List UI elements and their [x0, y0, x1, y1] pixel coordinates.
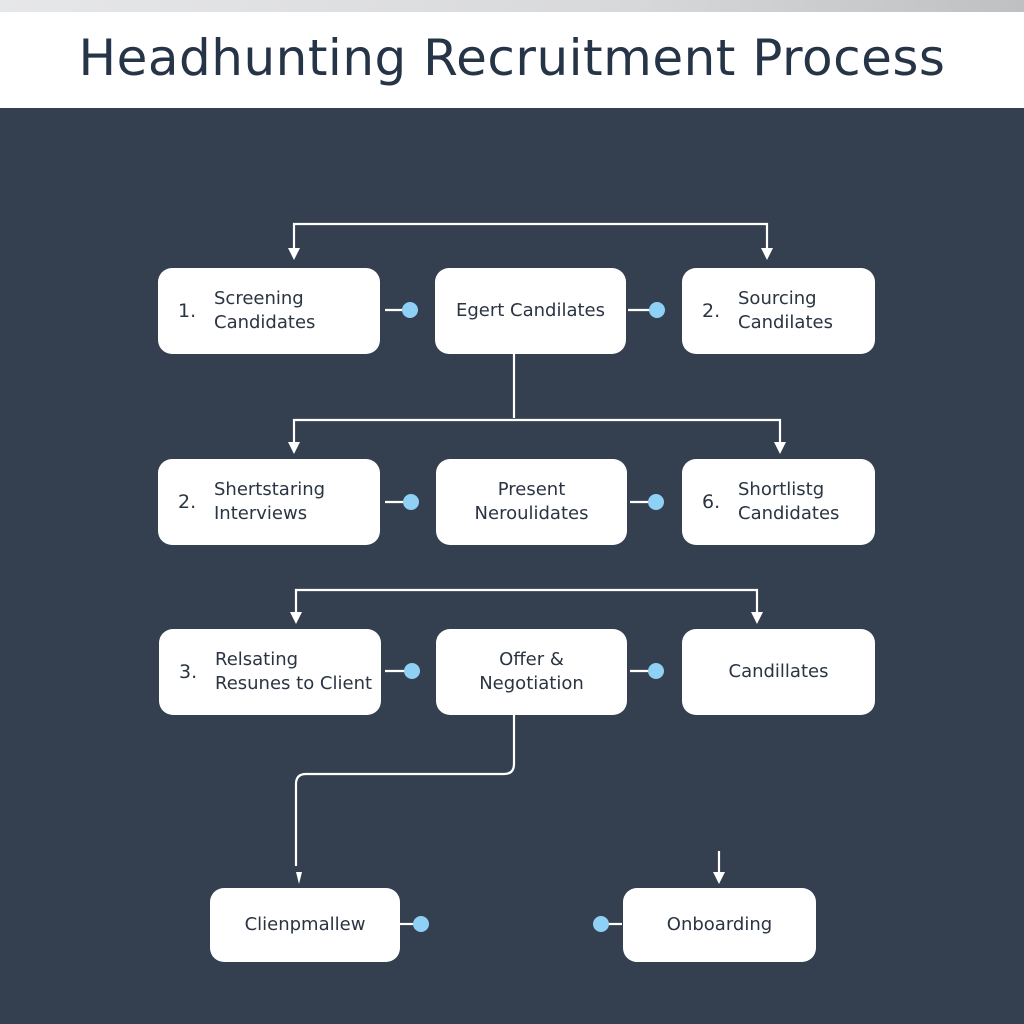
connector-dot: [404, 663, 420, 679]
step-label: Shertstaring Interviews: [214, 479, 326, 524]
step-label: Present Neroulidates: [474, 479, 589, 524]
arrow-down-icon: [761, 248, 773, 260]
arrow-down-icon: [288, 248, 300, 260]
step-label: Egert Candilates: [455, 300, 606, 321]
step-label: Screening Candidates: [214, 288, 316, 333]
connector-dot: [649, 302, 665, 318]
page-title: Headhunting Recruitment Process: [78, 29, 946, 87]
step-number: 6.: [702, 491, 721, 513]
step-onboarding: Onboarding: [623, 888, 816, 962]
step-number: 2.: [702, 300, 721, 322]
connector-offer-clienpmallew: [294, 715, 516, 866]
step-clienpmallew: Clienpmallew: [210, 888, 400, 962]
step-label: Offer & Negotiation: [479, 649, 584, 694]
step-candillates: Candillates: [682, 629, 875, 715]
step-label: Sourcing Candilates: [738, 288, 833, 333]
connector-dot: [648, 494, 664, 510]
step-screening-candidates: 1. Screening Candidates: [158, 268, 380, 354]
connector-dot: [413, 916, 429, 932]
step-number: 1.: [178, 300, 197, 322]
connector-row2-bracket: [292, 418, 782, 446]
step-shortlistg-candidates: 6. Shortlistg Candidates: [682, 459, 875, 545]
connector-dot: [648, 663, 664, 679]
step-present-neroulidates: Present Neroulidates: [436, 459, 627, 545]
top-strip: [0, 0, 1024, 12]
arrow-down-icon: [288, 442, 300, 454]
step-label: Clienpmallew: [244, 914, 366, 935]
connector-row1-bracket: [292, 222, 769, 252]
connector-row3-bracket: [294, 588, 759, 616]
step-label: Relsating Resunes to Client: [215, 649, 373, 694]
step-label: Candillates: [728, 661, 829, 682]
arrow-down-icon: [774, 442, 786, 454]
arrow-down-icon: [290, 612, 302, 624]
connector-dot: [593, 916, 609, 932]
step-egert-candilates: Egert Candilates: [435, 268, 626, 354]
step-relsating-resunes: 3. Relsating Resunes to Client: [159, 629, 381, 715]
step-number: 2.: [178, 491, 197, 513]
step-sourcing-candilates: 2. Sourcing Candilates: [682, 268, 875, 354]
step-offer-negotiation: Offer & Negotiation: [436, 629, 627, 715]
arrow-down-icon: [713, 872, 725, 884]
connector-dot: [402, 302, 418, 318]
connector-dot: [403, 494, 419, 510]
step-label: Shortlistg Candidates: [738, 479, 840, 524]
arrow-down-icon: [296, 872, 302, 884]
title-bar: Headhunting Recruitment Process: [0, 12, 1024, 108]
arrow-down-icon: [751, 612, 763, 624]
step-label: Onboarding: [666, 914, 773, 935]
step-number: 3.: [179, 661, 198, 683]
step-shertstaring-interviews: 2. Shertstaring Interviews: [158, 459, 380, 545]
